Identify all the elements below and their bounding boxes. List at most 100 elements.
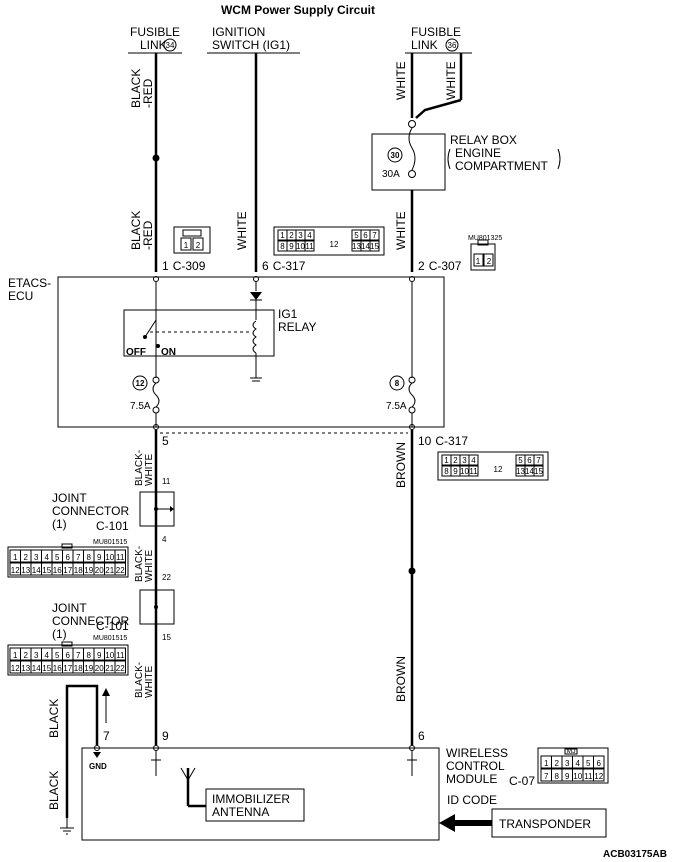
svg-text:FUSIBLE: FUSIBLE — [130, 25, 180, 39]
svg-text:MU801325: MU801325 — [468, 235, 502, 242]
svg-text:30A: 30A — [382, 169, 400, 180]
connector-pin-number: 6 — [66, 553, 71, 562]
svg-text:COMPARTMENT: COMPARTMENT — [455, 159, 549, 173]
connector-pin-number: 8 — [87, 651, 92, 660]
connector-cell — [369, 229, 380, 241]
immobilizer-antenna-icon — [180, 767, 206, 808]
svg-text:2: 2 — [196, 241, 201, 250]
svg-text:OFF: OFF — [126, 347, 146, 358]
connector-cell — [593, 768, 605, 782]
svg-text:12: 12 — [494, 465, 503, 474]
connector-pin-number: 12 — [11, 664, 20, 673]
connector-cell — [468, 454, 479, 466]
wire-color-black-white-1: BLACK-WHITE — [134, 450, 155, 486]
connector-pin-number: 11 — [116, 651, 125, 660]
connector-pin-number: 2 — [555, 759, 560, 768]
svg-text:1: 1 — [184, 241, 189, 250]
connector-pin-number: 4 — [45, 553, 50, 562]
joint-connector-1: 11 4 JOINT CONNECTOR (1) C-101 — [52, 477, 175, 544]
svg-text:4: 4 — [162, 535, 167, 544]
connector-pin-number: 12 — [594, 772, 603, 781]
connector-pin-number: 13 — [21, 664, 30, 673]
wire-fusible-34 — [152, 53, 160, 272]
connector-pin-number: 19 — [84, 566, 93, 575]
wire-brown — [408, 430, 416, 745]
relay-box-fuse: 30 30A — [371, 120, 446, 191]
connector-pin-number: 3 — [565, 759, 570, 768]
wcm-pin-9: 9 — [162, 729, 169, 743]
connector-pin-number: 5 — [55, 553, 60, 562]
connector-pin-number: 15 — [42, 664, 51, 673]
svg-text:8: 8 — [395, 379, 400, 388]
connector-pin-number: 9 — [97, 651, 102, 660]
wireless-control-module: GND WIRELESS CONTROL MODULE C-07 — [81, 745, 535, 841]
svg-text:ENGINE: ENGINE — [455, 146, 501, 160]
connector-pin-number: 11 — [116, 553, 125, 562]
svg-text:C-101: C-101 — [96, 619, 129, 633]
connector-pin-number: 1 — [444, 456, 449, 465]
wire-color-black-red-mid: BLACK-RED — [129, 211, 155, 250]
wire-color-white-top-right: WHITE — [444, 61, 458, 100]
connector-pin-number: 20 — [95, 566, 104, 575]
connector-pin-number: 3 — [34, 553, 39, 562]
connector-pin-number: 10 — [105, 553, 114, 562]
wcm-pin-6: 6 — [418, 729, 425, 743]
connector-pin-number: 11 — [584, 772, 593, 781]
connector-pin-number: 1 — [280, 231, 285, 240]
joint-connector-2: 22 15 JOINT CONNECTOR (1) C-101 — [52, 573, 175, 642]
connector-pin-number: 1 — [544, 759, 549, 768]
wire-color-white-top-left: WHITE — [394, 61, 408, 100]
etacs-ecu: ETACS- ECU IG1 RELAY OFF ON 12 7.5A — [8, 276, 445, 430]
svg-text:ETACS-: ETACS- — [8, 276, 51, 290]
connector-pin-number: 22 — [116, 566, 125, 575]
connector-pin-number: 7 — [536, 456, 541, 465]
transponder: TRANSPONDER — [439, 808, 607, 838]
connector-cell — [114, 660, 126, 674]
wire-color-black-1: BLACK — [47, 699, 61, 738]
svg-text:2: 2 — [487, 257, 492, 266]
connector-pin-number: 16 — [53, 664, 62, 673]
wire-color-white-relay: WHITE — [394, 211, 408, 250]
connector-pin-number: 6 — [597, 759, 602, 768]
connector-pin-number: 8 — [87, 553, 92, 562]
svg-text:JOINT: JOINT — [52, 491, 87, 505]
svg-text:C-101: C-101 — [96, 519, 129, 533]
svg-text:LINK: LINK — [411, 38, 438, 52]
connector-pin-number: 8 — [444, 467, 449, 476]
wire-color-brown-1: BROWN — [394, 442, 408, 488]
connector-cell — [533, 465, 544, 477]
connector-pin-number: 11 — [305, 242, 314, 251]
wire-color-black-white-3: BLACK-WHITE — [134, 662, 155, 698]
svg-text:FUSIBLE: FUSIBLE — [411, 25, 461, 39]
connector-pin-number: 3 — [34, 651, 39, 660]
connector-pin-number: 13 — [21, 566, 30, 575]
connector-cell — [114, 647, 126, 661]
connector-cell — [114, 562, 126, 576]
svg-text:15: 15 — [162, 633, 171, 642]
immobilizer-antenna-label: IMMOBILIZER ANTENNA — [205, 788, 305, 822]
ignition-switch-label: IGNITION SWITCH (IG1) — [207, 25, 300, 54]
svg-text:1: 1 — [476, 257, 481, 266]
svg-text:MU801515: MU801515 — [93, 539, 127, 546]
connector-pin-number: 15 — [534, 467, 543, 476]
connector-pin-number: 3 — [298, 231, 303, 240]
connector-cell — [593, 755, 605, 769]
connector-pin-number: 10 — [573, 772, 582, 781]
connector-pin-number: 10 — [460, 467, 469, 476]
connector-pin-number: 4 — [307, 231, 312, 240]
wire-black-ground — [60, 684, 110, 835]
diagram-code: ACB03175AB — [603, 849, 667, 860]
svg-text:30: 30 — [391, 151, 400, 160]
connector-pin-number: 2 — [24, 651, 29, 660]
connector-pin-number: 13 — [352, 242, 361, 251]
connector-pin-number: 9 — [453, 467, 458, 476]
svg-text:MU801515: MU801515 — [93, 635, 127, 642]
svg-text:CONNECTOR: CONNECTOR — [52, 504, 129, 518]
svg-text:RELAY: RELAY — [278, 320, 316, 334]
connector-pin-number: 17 — [63, 566, 72, 575]
svg-text:JOINT: JOINT — [52, 601, 87, 615]
